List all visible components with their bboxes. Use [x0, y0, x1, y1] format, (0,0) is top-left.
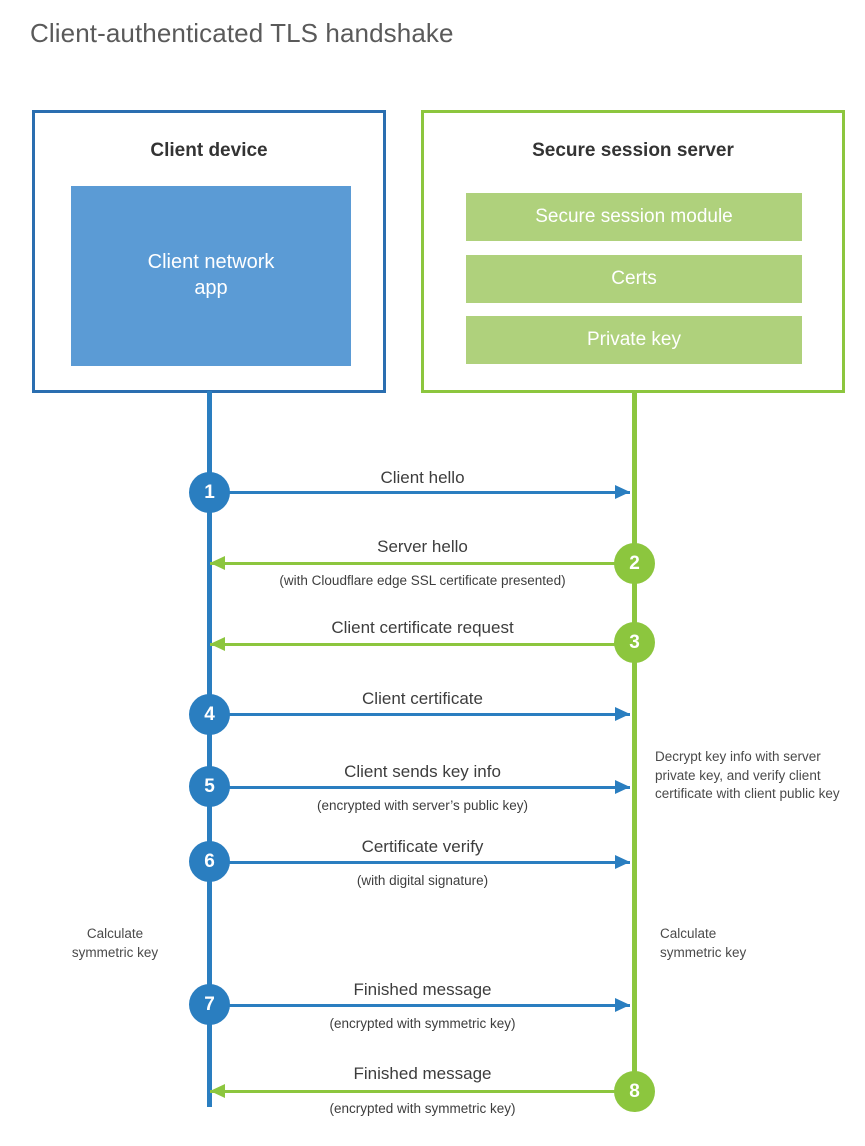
message-5-label: Client sends key info — [344, 762, 501, 781]
arrow-right-icon — [615, 855, 630, 869]
step-circle-1[interactable]: 1 — [189, 472, 230, 513]
arrow-right-icon — [615, 707, 630, 721]
step-circle-7[interactable]: 7 — [189, 984, 230, 1025]
step-circle-2[interactable]: 2 — [614, 543, 655, 584]
message-2-sublabel: (with Cloudflare edge SSL certificate pr… — [279, 573, 566, 588]
client-device-title: Client device — [150, 140, 268, 161]
message-8-arrow-line — [210, 1084, 634, 1098]
step-circle-8[interactable]: 8 — [614, 1071, 655, 1112]
message-6-sublabel: (with digital signature) — [356, 873, 489, 888]
client-lifeline — [207, 391, 212, 1107]
message-3-label: Client certificate request — [331, 618, 514, 637]
client-device-box: Client device Client network app — [32, 110, 386, 393]
annotation-decrypt-key-info: Decrypt key info with server private key… — [655, 749, 840, 802]
page-title: Client-authenticated TLS handshake — [30, 18, 454, 48]
message-5-arrow-line — [210, 780, 630, 794]
message-6-arrow-line — [210, 855, 630, 869]
client-network-app-block: Client network app — [71, 186, 351, 366]
arrow-right-icon — [615, 485, 630, 499]
server-block-private-key: Private key — [466, 316, 802, 364]
annotation-client-calculate-symmetric-key: Calculate symmetric key — [71, 926, 159, 960]
message-1-label: Client hello — [380, 468, 465, 487]
step-circle-6[interactable]: 6 — [189, 841, 230, 882]
arrow-left-icon — [210, 556, 225, 570]
secure-session-server-box: Secure session server Secure session mod… — [421, 110, 845, 393]
message-3-arrow-line — [210, 637, 634, 651]
message-5-sublabel: (encrypted with server’s public key) — [316, 798, 529, 813]
message-7-arrow-line — [210, 998, 630, 1012]
message-7-sublabel: (encrypted with symmetric key) — [329, 1016, 516, 1031]
step-circle-3[interactable]: 3 — [614, 622, 655, 663]
message-4-arrow-line — [210, 707, 630, 721]
step-circle-4[interactable]: 4 — [189, 694, 230, 735]
step-circle-5[interactable]: 5 — [189, 766, 230, 807]
message-1-arrow-line — [210, 485, 630, 499]
arrow-right-icon — [615, 780, 630, 794]
server-lifeline — [632, 391, 637, 1103]
message-2-arrow-line — [210, 556, 634, 570]
arrow-left-icon — [210, 1084, 225, 1098]
server-block-certs: Certs — [466, 255, 802, 303]
message-8-sublabel: (encrypted with symmetric key) — [329, 1101, 516, 1116]
arrow-left-icon — [210, 637, 225, 651]
server-block-secure-session-module: Secure session module — [466, 193, 802, 241]
secure-session-server-title: Secure session server — [532, 140, 734, 161]
message-2-label: Server hello — [377, 537, 468, 556]
message-6-label: Certificate verify — [361, 837, 484, 856]
annotation-server-calculate-symmetric-key: Calculate symmetric key — [660, 926, 747, 960]
message-7-label: Finished message — [353, 980, 492, 999]
arrow-right-icon — [615, 998, 630, 1012]
message-8-label: Finished message — [353, 1064, 492, 1083]
message-4-label: Client certificate — [362, 689, 483, 708]
